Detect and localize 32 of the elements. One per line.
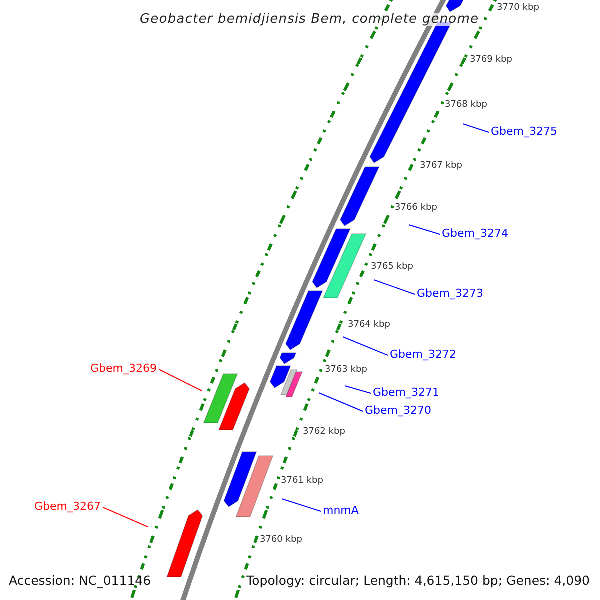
leader-line xyxy=(158,369,202,392)
gene-label: Gbem_3271 xyxy=(373,387,440,398)
tick-label: 3767 kbp xyxy=(420,162,462,171)
gene-label: Gbem_3273 xyxy=(417,288,484,299)
tick-label: 3760 kbp xyxy=(260,536,302,545)
tick-label: 3763 kbp xyxy=(325,366,368,375)
tick-label: 3764 kbp xyxy=(348,321,390,330)
leader-line xyxy=(344,386,372,394)
tick-label: 3770 kbp xyxy=(497,4,540,13)
leader-line xyxy=(282,498,322,512)
leader-line xyxy=(374,280,416,295)
footer-text: Topology: circular; Length: 4,615,150 bp; Genes: 4,090 xyxy=(246,575,590,588)
tick-label: 3768 kbp xyxy=(445,101,488,110)
tick-label: 3769 kbp xyxy=(470,56,512,65)
tick-label: 3762 kbp xyxy=(303,428,346,437)
leader-line xyxy=(318,392,364,412)
gene-label: Gbem_3274 xyxy=(442,228,508,239)
footer-text: Accession: NC_011146 xyxy=(9,575,152,588)
gene-label: mnmA xyxy=(323,505,359,516)
gene-label: Gbem_3272 xyxy=(390,349,456,360)
leader-line xyxy=(462,124,490,133)
title: Geobacter bemidjiensis Bem, complete genome xyxy=(140,13,480,26)
gene-label: Gbem_3270 xyxy=(365,405,432,416)
gene-label: Gbem_3275 xyxy=(491,126,558,137)
tick-label: 3766 kbp xyxy=(395,204,438,213)
gene-label: Gbem_3269 xyxy=(90,363,157,374)
tick-label: 3761 kbp xyxy=(281,477,324,486)
leader-line xyxy=(408,224,440,235)
leader-line xyxy=(102,507,148,528)
gene-label: Gbem_3267 xyxy=(34,501,101,512)
tick-label: 3765 kbp xyxy=(371,263,414,272)
leader-line xyxy=(342,336,388,356)
